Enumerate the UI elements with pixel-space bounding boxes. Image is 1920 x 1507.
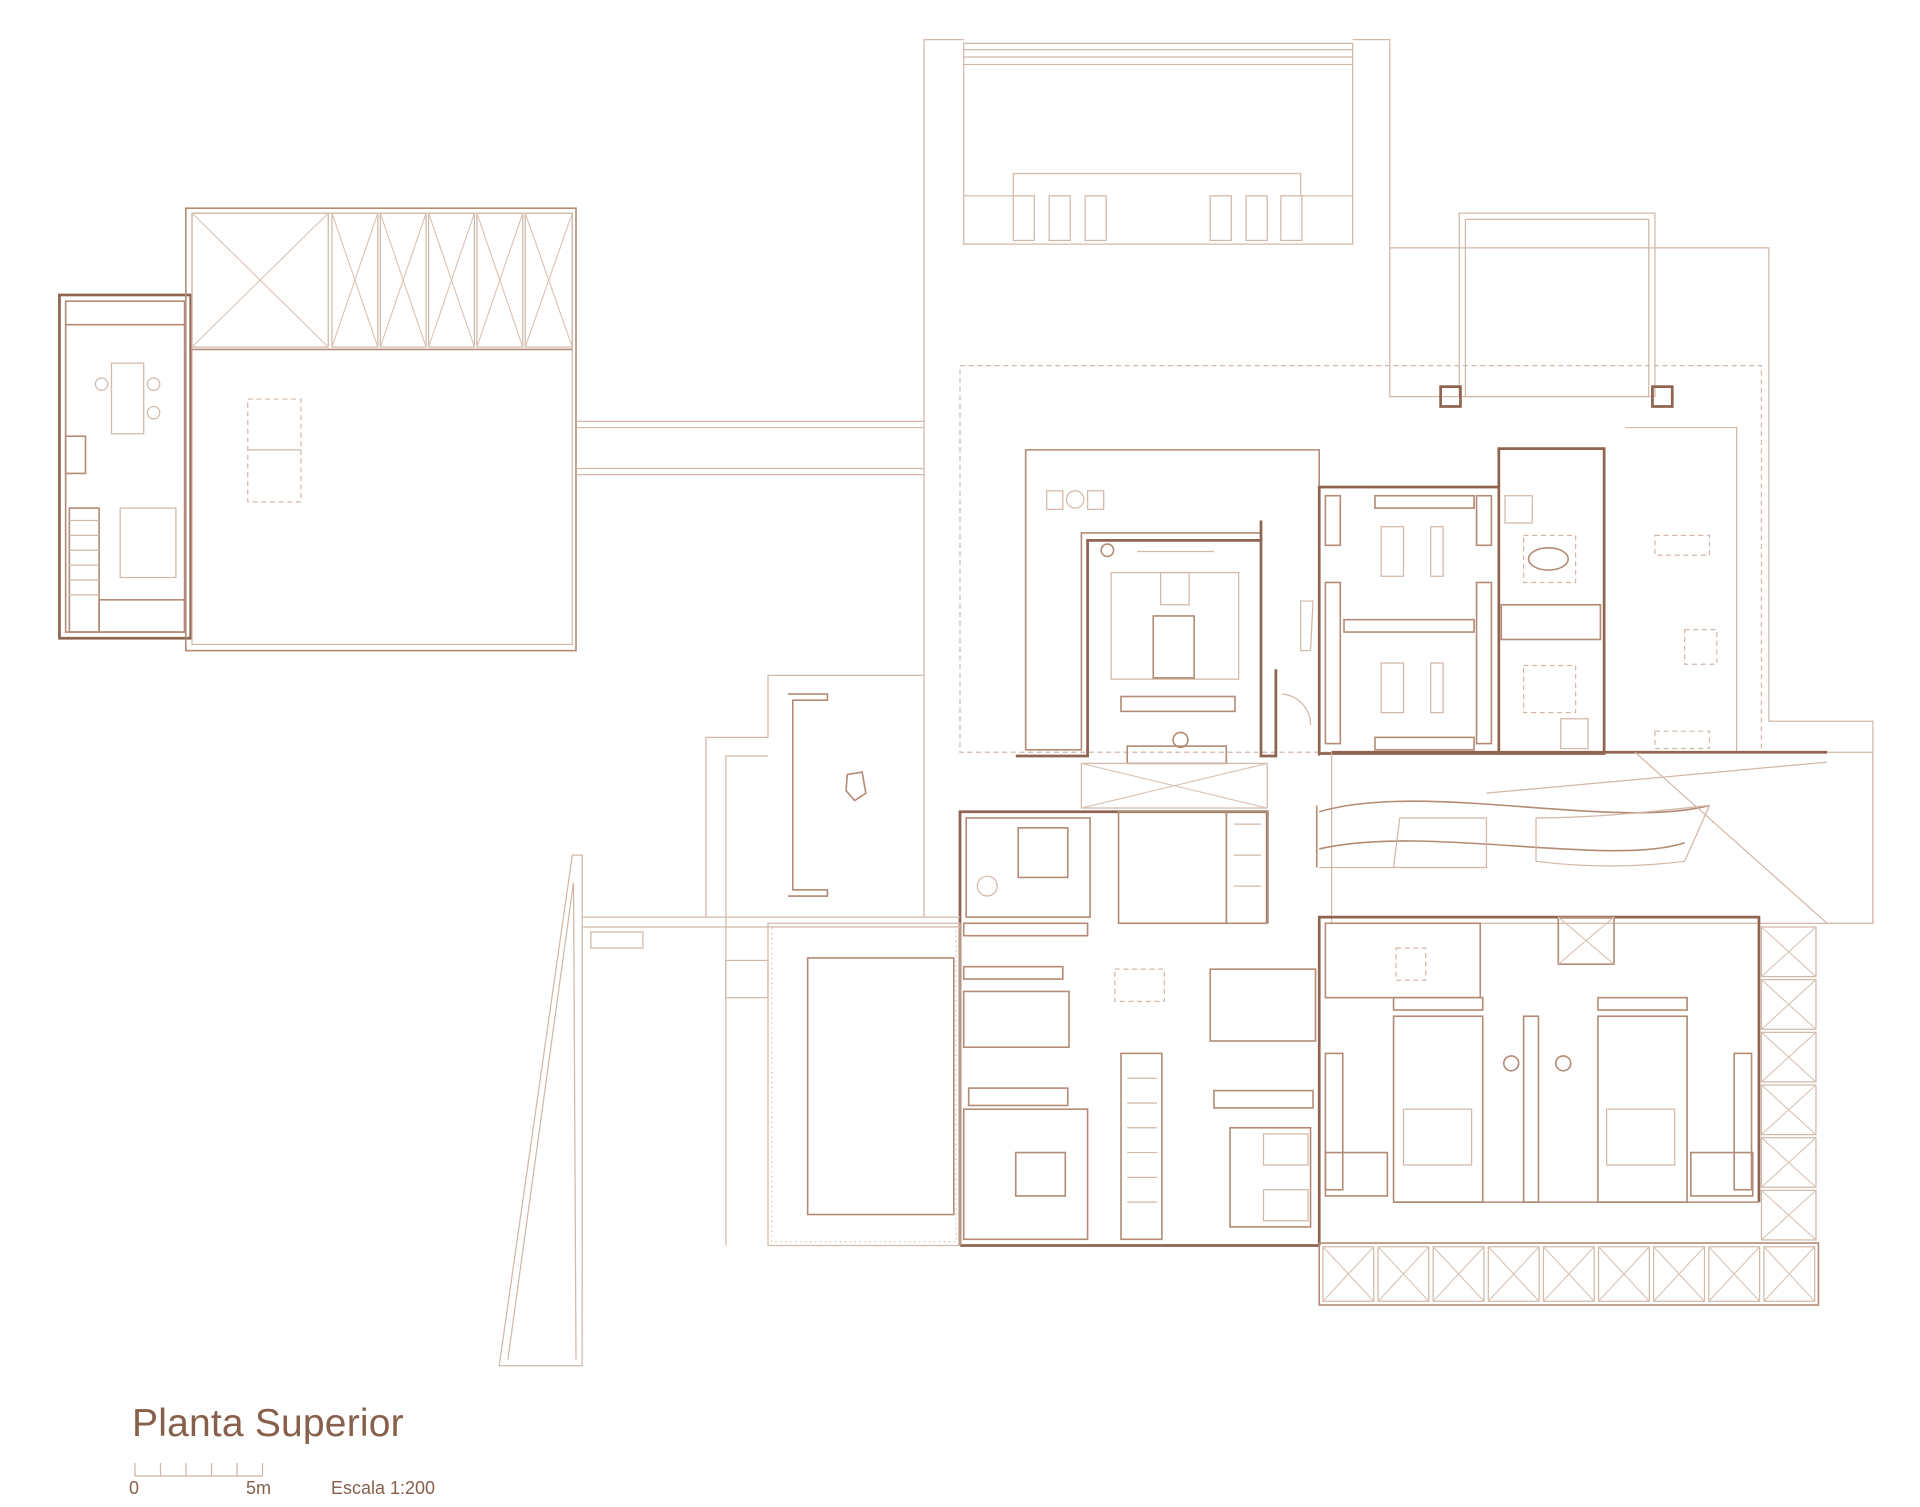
bedroom-wing-left <box>958 810 1320 1247</box>
bridge <box>576 420 925 476</box>
scale-start-label: 0 <box>129 1478 140 1498</box>
lattice-panel <box>1322 1246 1375 1302</box>
lattice-panel <box>1760 1189 1817 1241</box>
lattice-panel <box>1487 1246 1540 1302</box>
lattice-panel <box>1760 1031 1817 1083</box>
top-terrace <box>923 39 1460 676</box>
master-bath <box>1497 447 1606 755</box>
scale-bar <box>134 1463 264 1477</box>
lattice-panel <box>1760 979 1817 1030</box>
scale-text: Escala 1:200 <box>331 1478 436 1498</box>
lattice-panel <box>1653 1246 1706 1302</box>
lattice-panel <box>1542 1246 1595 1302</box>
stairs <box>68 507 186 633</box>
walk-in-closets <box>1282 485 1501 755</box>
master-suite <box>1015 449 1321 809</box>
lattice-panel <box>1760 1137 1817 1188</box>
lattice-terrace <box>1318 926 1820 1306</box>
bedroom-wing-right <box>1317 915 1761 1246</box>
lattice-panel <box>1377 1246 1430 1302</box>
terrace-left <box>498 674 960 1367</box>
roof-terrace-left <box>185 207 577 652</box>
lattice-panel <box>1760 926 1817 978</box>
drawing-title: Planta Superior <box>132 1402 404 1445</box>
pergola-right <box>959 212 1874 924</box>
lattice-panel <box>1708 1246 1761 1302</box>
guest-house <box>58 293 193 640</box>
lattice-panel <box>1763 1246 1816 1302</box>
lattice-panel <box>1760 1084 1817 1136</box>
lattice-panel <box>1432 1246 1485 1302</box>
pool <box>767 922 961 1247</box>
staircase-bridge <box>1315 750 1874 924</box>
scale-end-label: 5m <box>246 1478 272 1498</box>
lattice-panel <box>1597 1246 1650 1302</box>
